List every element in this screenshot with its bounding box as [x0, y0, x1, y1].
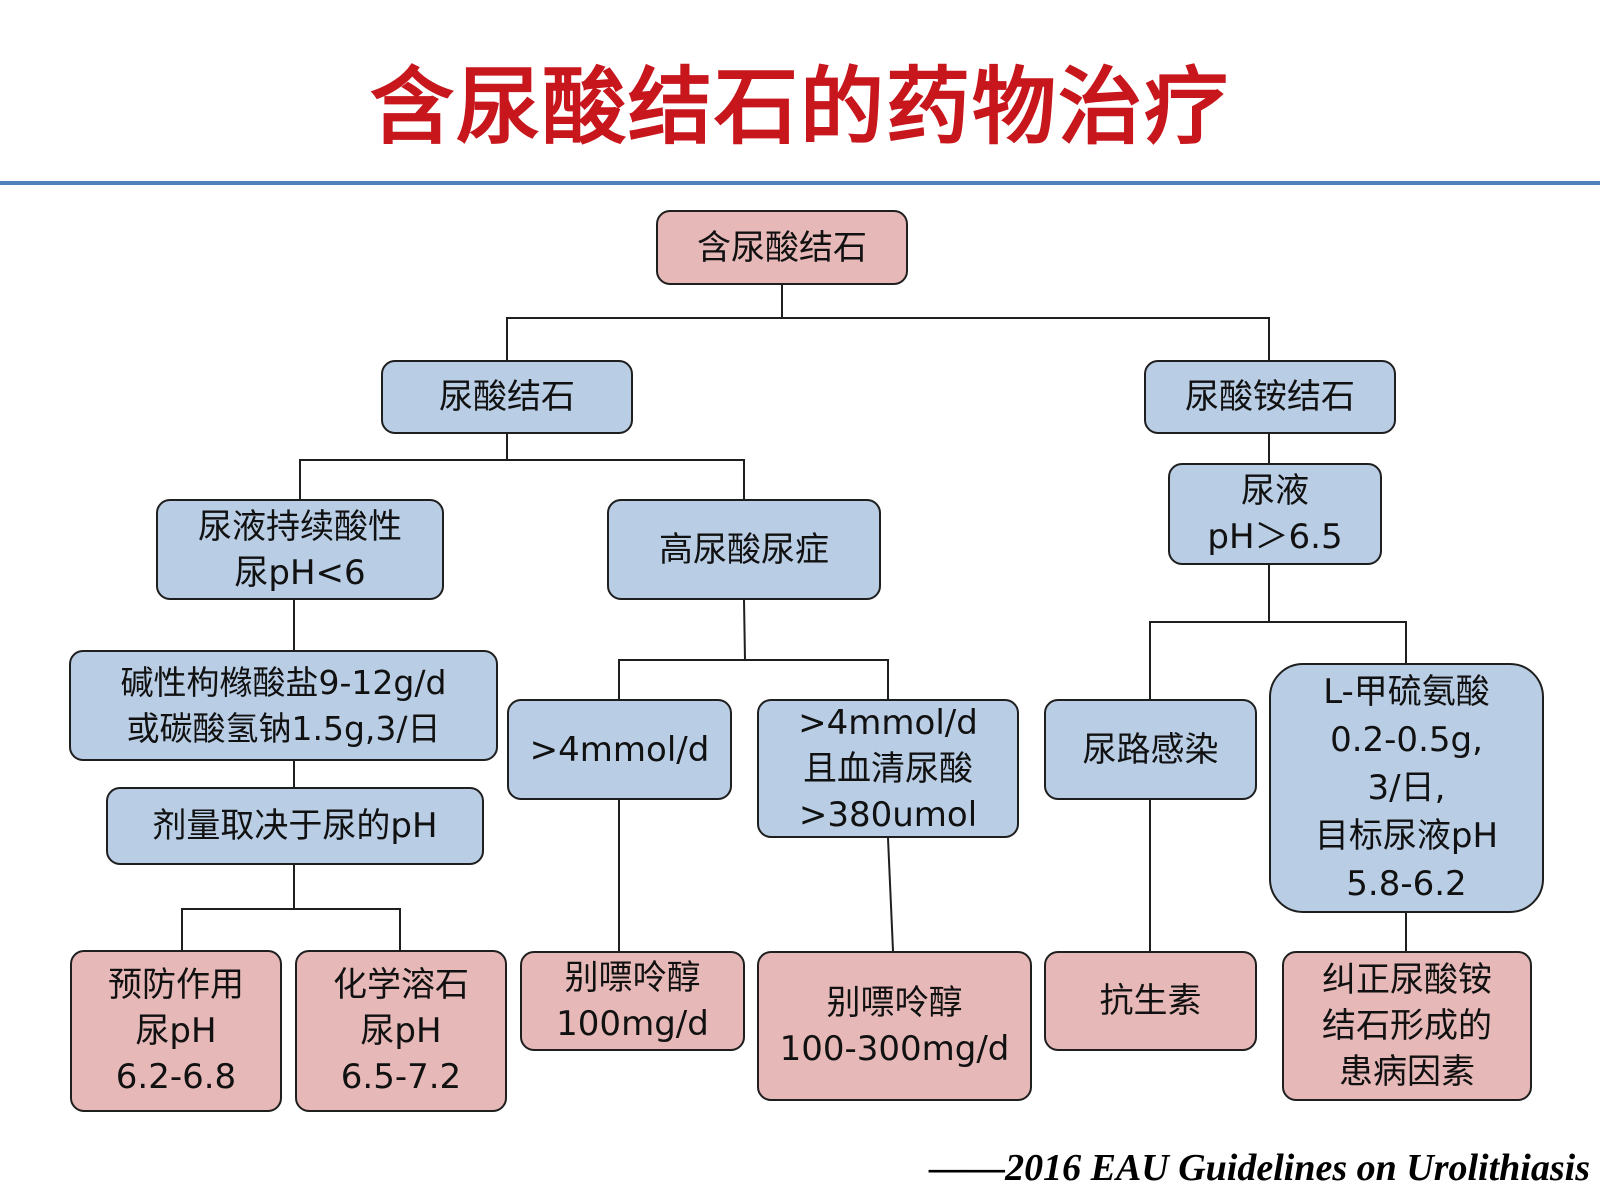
source-citation: ——2016 EAU Guidelines on Urolithiasis: [929, 1147, 1590, 1189]
node-urine-ph-above: 尿液 pH＞6.5: [1168, 463, 1382, 565]
node-urinary-infection: 尿路感染: [1044, 699, 1257, 800]
node-correct-risk-factors: 纠正尿酸铵 结石形成的 患病因素: [1282, 951, 1532, 1101]
node-over-4mmol: >4mmol/d: [507, 699, 732, 800]
node-l-methionine: L-甲硫氨酸 0.2-0.5g, 3/日, 目标尿液pH 5.8-6.2: [1269, 663, 1544, 913]
edge-hyper-to-children: [743, 599, 746, 661]
edge-gt4serum-to-allo2: [887, 837, 894, 952]
node-allopurinol-100-300: 别嘌呤醇 100-300mg/d: [757, 951, 1032, 1101]
page-title: 含尿酸结石的药物治疗: [369, 58, 1230, 156]
edge-root-bar: [506, 317, 1270, 360]
node-uric-acid-stone: 尿酸结石: [381, 360, 633, 434]
edge-hyper-bar: [618, 659, 889, 699]
node-alkaline-citrate: 碱性枸橼酸盐9-12g/d 或碳酸氢钠1.5g,3/日: [69, 650, 498, 761]
edge-urine-bar: [1149, 621, 1407, 699]
node-over-4mmol-serum: >4mmol/d 且血清尿酸 >380umol: [757, 699, 1019, 838]
edge-uric-bar: [299, 459, 745, 499]
node-hyperuricosuria: 高尿酸尿症: [607, 499, 881, 600]
node-uric-containing-stone: 含尿酸结石: [656, 210, 908, 285]
node-dose-depends-on-ph: 剂量取决于尿的pH: [106, 787, 484, 865]
node-antibiotics: 抗生素: [1044, 951, 1257, 1051]
node-prevention: 预防作用 尿pH 6.2-6.8: [70, 950, 282, 1112]
node-chemical-dissolution: 化学溶石 尿pH 6.5-7.2: [295, 950, 507, 1112]
title-divider: [0, 181, 1600, 185]
edge-dose-bar: [181, 908, 401, 950]
node-persistent-acidic-urine: 尿液持续酸性 尿pH<6: [156, 499, 444, 600]
node-ammonium-urate-stone: 尿酸铵结石: [1144, 360, 1396, 434]
node-allopurinol-100: 别嘌呤醇 100mg/d: [520, 951, 745, 1051]
